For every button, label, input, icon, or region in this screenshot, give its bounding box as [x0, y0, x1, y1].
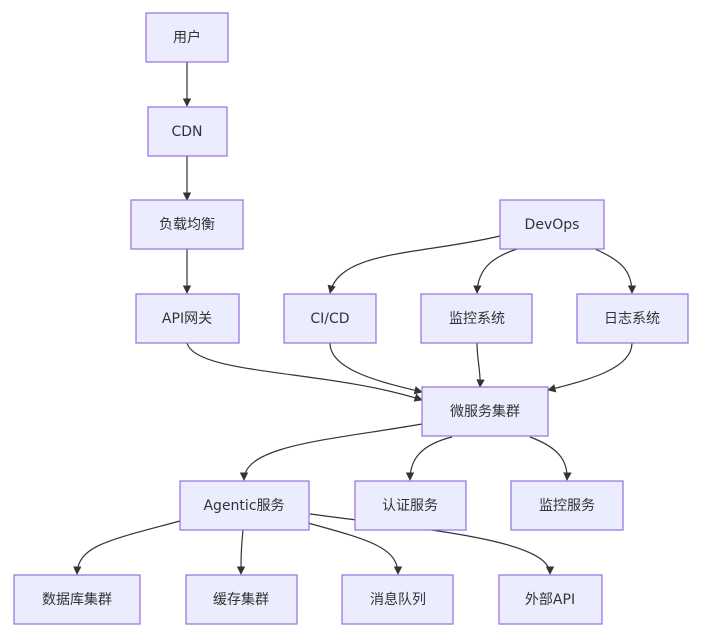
node-devops[interactable]: DevOps	[499, 199, 605, 250]
node-label: 外部API	[525, 592, 575, 608]
node-label: 用户	[173, 29, 201, 46]
edge-agentic-database	[73, 520, 181, 575]
node-label: 数据库集群	[42, 591, 112, 608]
node-microservice-cluster[interactable]: 微服务集群	[421, 386, 549, 437]
node-load-balancer[interactable]: 负载均衡	[130, 199, 244, 250]
node-agentic-service[interactable]: Agentic服务	[179, 480, 310, 531]
node-monitoring-service[interactable]: 监控服务	[510, 480, 624, 531]
node-message-queue[interactable]: 消息队列	[341, 574, 454, 625]
edges	[73, 62, 637, 575]
edge-microservices-auth	[405, 436, 453, 481]
edge-agentic-cache	[236, 529, 246, 575]
edge-monitoring-system-microservices	[476, 342, 485, 388]
node-cdn[interactable]: CDN	[147, 106, 228, 157]
edge-microservices-agentic	[239, 423, 423, 481]
node-label: CI/CD	[310, 311, 349, 327]
edge-devops-ci-cd	[327, 235, 501, 294]
node-label: 监控服务	[539, 498, 595, 514]
node-label: 消息队列	[370, 591, 426, 608]
edge-logging-system-microservices	[547, 342, 633, 393]
edge-agentic-message-queue	[307, 522, 403, 575]
edge-devops-monitoring-system	[473, 248, 518, 294]
node-monitoring-system[interactable]: 监控系统	[420, 293, 533, 344]
node-label: Agentic服务	[203, 498, 284, 514]
node-label: 认证服务	[382, 498, 438, 514]
node-label: 日志系统	[604, 311, 660, 327]
node-api-gateway[interactable]: API网关	[135, 293, 240, 344]
node-label: CDN	[171, 124, 202, 140]
node-label: 缓存集群	[213, 591, 269, 608]
node-database-cluster[interactable]: 数据库集群	[13, 574, 141, 625]
node-label: API网关	[162, 311, 212, 327]
edge-api-gateway-microservices	[186, 342, 423, 402]
edge-microservices-monitoring-service	[529, 436, 572, 481]
node-logging-system[interactable]: 日志系统	[576, 293, 689, 344]
node-label: 监控系统	[449, 311, 505, 327]
node-ci-cd[interactable]: CI/CD	[283, 293, 377, 344]
edge-devops-logging-system	[594, 248, 637, 294]
node-label: DevOps	[525, 217, 580, 233]
node-user[interactable]: 用户	[145, 12, 229, 63]
node-label: 微服务集群	[450, 403, 520, 420]
edge-ci-cd-microservices	[329, 342, 423, 395]
node-cache-cluster[interactable]: 缓存集群	[185, 574, 298, 625]
node-auth-service[interactable]: 认证服务	[354, 480, 467, 531]
node-external-api[interactable]: 外部API	[498, 574, 603, 625]
node-label: 负载均衡	[159, 217, 215, 233]
